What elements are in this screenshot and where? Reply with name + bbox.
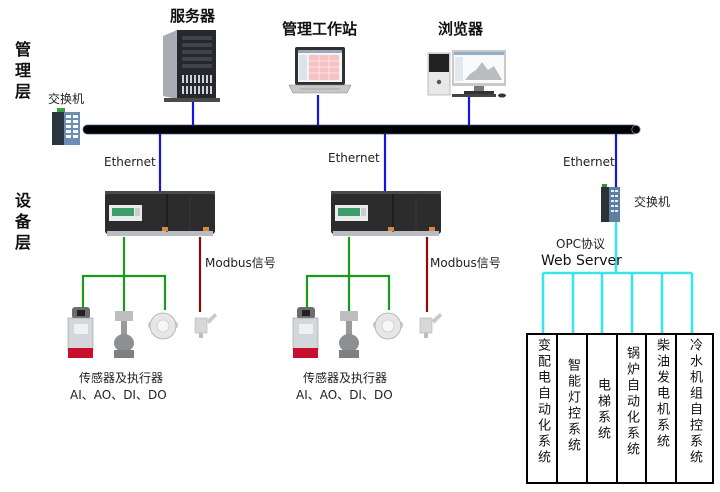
modbus-label-2: Modbus信号 — [430, 256, 501, 270]
core-switch-icon — [52, 108, 80, 145]
subsystem-power-distribution: 变配电自动化系统 — [535, 338, 550, 466]
valve-icon — [339, 311, 359, 358]
ethernet-label-2: Ethernet — [328, 151, 380, 165]
server-label: 服务器 — [170, 7, 216, 25]
damper-actuator-icon — [292, 307, 319, 358]
subsystem-boiler: 锅炉自动化系统 — [624, 346, 639, 458]
integration-switch-label: 交换机 — [634, 195, 671, 209]
integration-switch-icon — [601, 184, 620, 222]
device-layer-label: 设备层 — [12, 192, 31, 255]
humidity-sensor-icon — [194, 313, 217, 338]
server-icon — [163, 30, 220, 102]
ethernet-label-1: Ethernet — [104, 155, 156, 169]
ethernet-label-3: Ethernet — [563, 155, 615, 169]
browser-label: 浏览器 — [438, 20, 484, 38]
pressure-sensor-icon — [373, 312, 403, 340]
subsystem-chiller: 冷水机组自控系统 — [687, 338, 702, 466]
workstation-label: 管理工作站 — [282, 20, 358, 38]
opc-protocol-label: OPC协议 — [556, 237, 606, 251]
field-devices-2 — [292, 307, 442, 358]
damper-actuator-icon — [67, 307, 94, 358]
humidity-sensor-icon — [419, 313, 442, 338]
ethernet-backbone-bus — [82, 124, 639, 135]
field-devices-1 — [67, 307, 217, 358]
core-switch-label: 交换机 — [48, 92, 85, 106]
pressure-sensor-icon — [148, 312, 178, 340]
desktop-computer-icon — [427, 50, 506, 98]
bus-end-cap — [631, 124, 641, 135]
modbus-label-1: Modbus信号 — [205, 256, 276, 270]
subsystem-lighting-control: 智能灯控系统 — [565, 358, 580, 454]
ddc-controller-2-icon — [331, 191, 441, 236]
web-server-label: Web Server — [541, 253, 622, 269]
devices-label-2: 传感器及执行器 — [303, 371, 388, 385]
management-layer-label: 管理层 — [12, 41, 31, 104]
subsystems-table — [526, 333, 714, 484]
laptop-icon — [288, 47, 352, 94]
io-types-label-1: AI、AO、DI、DO — [70, 388, 167, 402]
subsystem-diesel-generator: 柴油发电机系统 — [654, 338, 669, 450]
devices-label-1: 传感器及执行器 — [79, 371, 164, 385]
ddc-controller-1-icon — [105, 191, 215, 236]
valve-icon — [114, 311, 134, 358]
subsystem-elevator: 电梯系统 — [595, 378, 610, 442]
io-types-label-2: AI、AO、DI、DO — [296, 388, 393, 402]
